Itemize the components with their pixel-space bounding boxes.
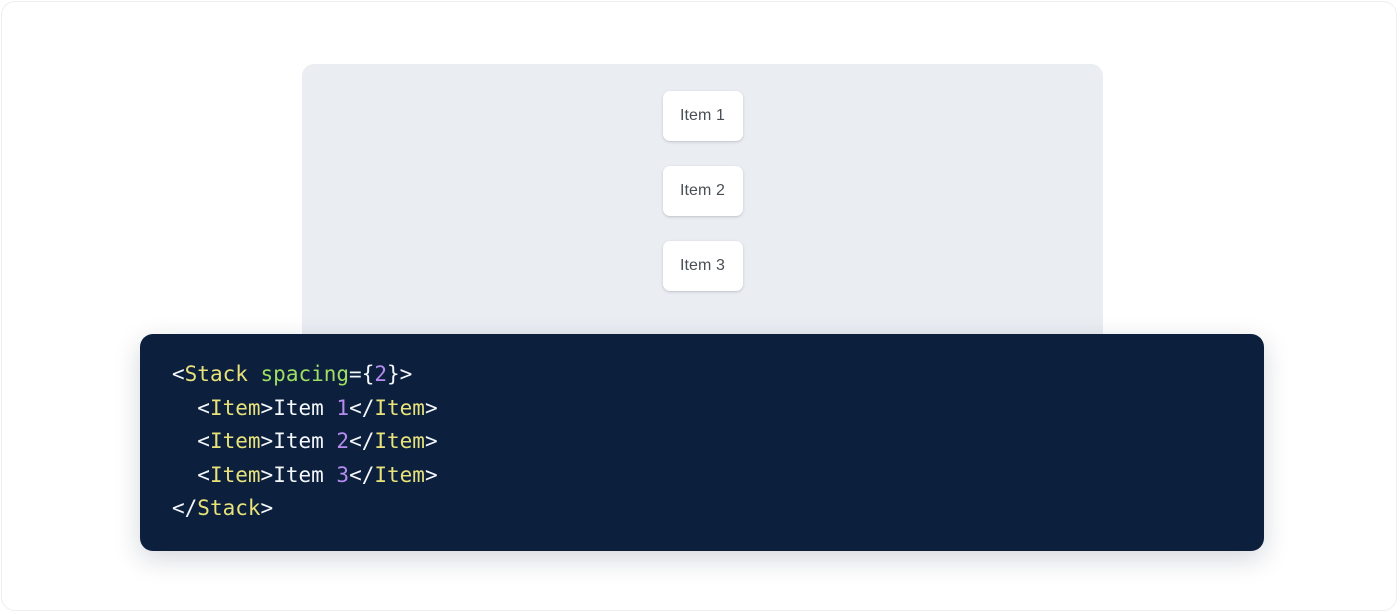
code-token-punct: ={	[349, 362, 375, 386]
stack-item-card[interactable]: Item 1	[662, 91, 743, 141]
stack-item-label: Item 1	[679, 107, 726, 124]
code-token-num: 1	[336, 395, 350, 420]
code-block: <Stack spacing={2}> <Item>Item 1</Item> …	[140, 334, 1264, 551]
code-token-punct: >	[260, 395, 274, 420]
code-line: </Stack>	[172, 492, 1232, 526]
preview-panel: Item 1 Item 2 Item 3	[302, 64, 1103, 384]
code-token-tag: Stack	[184, 362, 248, 386]
code-token-tag: Item	[209, 395, 261, 420]
code-token-tag: Stack	[197, 496, 261, 521]
code-token-punct: >	[424, 395, 438, 420]
code-line: <Item>Item 1</Item>	[172, 392, 1232, 426]
code-token-attr: spacing	[260, 362, 350, 386]
code-token-tag: Item	[374, 395, 425, 420]
code-token-punct: >	[260, 462, 274, 487]
code-token-text: Item	[273, 429, 337, 454]
code-line: <Item>Item 3</Item>	[172, 459, 1232, 493]
code-token-punct: <	[197, 429, 210, 454]
code-line: <Stack spacing={2}>	[172, 358, 1232, 392]
code-snippet[interactable]: <Stack spacing={2}> <Item>Item 1</Item> …	[172, 358, 1232, 526]
code-token-tag: Item	[209, 429, 261, 454]
stack-item-card[interactable]: Item 2	[662, 166, 743, 216]
stack-item-label: Item 3	[679, 257, 726, 274]
code-token-punct: <	[197, 395, 210, 420]
code-token-num: 3	[336, 462, 350, 487]
code-token-tag: Item	[374, 429, 425, 454]
code-token-punct: }>	[387, 362, 413, 386]
code-token-text	[248, 362, 261, 386]
code-token-punct: </	[349, 462, 375, 487]
stack-item-card[interactable]: Item 3	[662, 241, 743, 291]
code-token-punct: >	[424, 429, 438, 454]
code-token-punct: >	[260, 429, 274, 454]
code-token-punct: <	[172, 362, 185, 386]
code-token-num: 2	[374, 362, 387, 386]
code-token-punct: </	[349, 395, 375, 420]
code-line: <Item>Item 2</Item>	[172, 425, 1232, 459]
code-token-punct: <	[197, 462, 210, 487]
code-token-text: Item	[273, 395, 337, 420]
code-token-text: Item	[273, 462, 337, 487]
code-token-punct: >	[260, 496, 274, 521]
code-token-tag: Item	[209, 462, 261, 487]
stack-item-label: Item 2	[679, 182, 726, 199]
code-token-tag: Item	[374, 462, 425, 487]
code-token-punct: </	[172, 496, 198, 521]
code-token-num: 2	[336, 429, 350, 454]
code-token-punct: >	[424, 462, 438, 487]
code-token-punct: </	[349, 429, 375, 454]
stack-container: Item 1 Item 2 Item 3	[302, 91, 1103, 291]
